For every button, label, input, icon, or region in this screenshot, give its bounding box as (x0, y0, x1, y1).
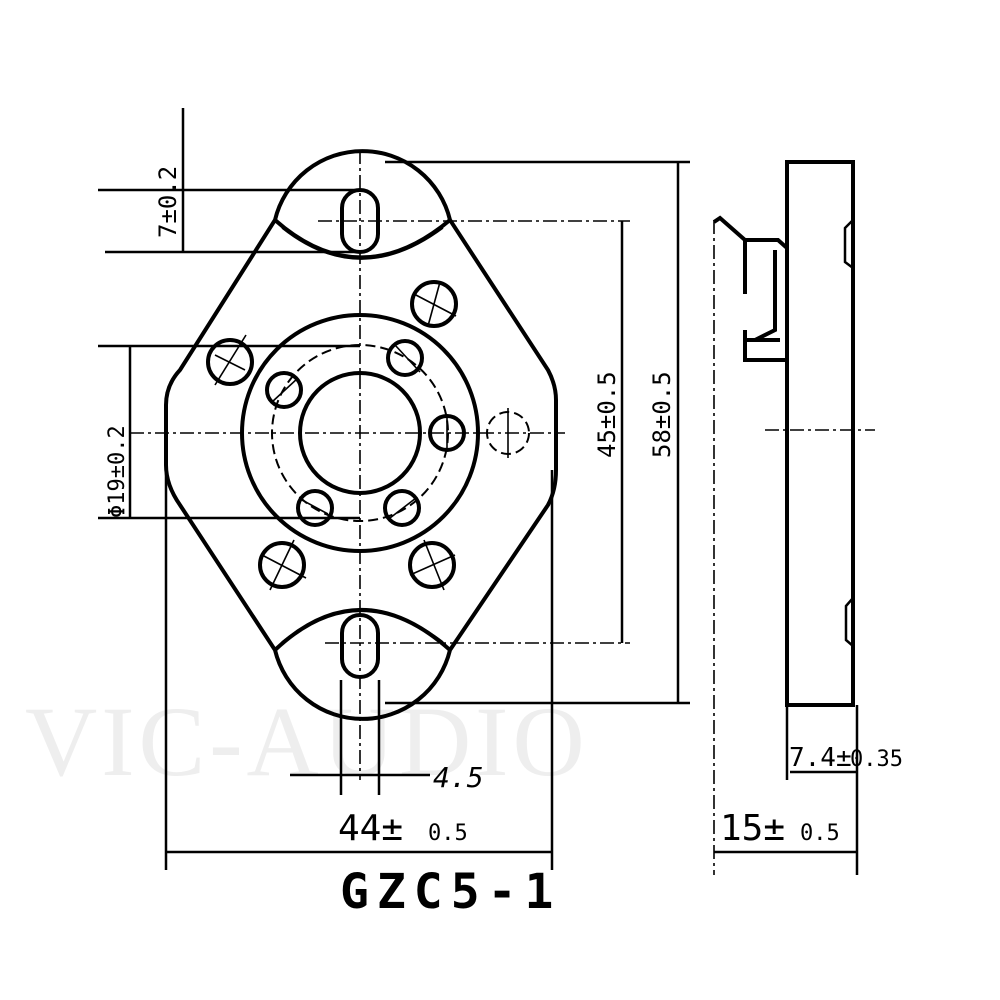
svg-text:0.35: 0.35 (850, 747, 903, 772)
eyelet-hole (408, 541, 456, 589)
svg-text:15±: 15± (720, 808, 785, 849)
svg-text:4.5: 4.5 (433, 761, 484, 794)
svg-text:45±0.5: 45±0.5 (593, 371, 621, 458)
svg-text:58±0.5: 58±0.5 (648, 371, 676, 458)
svg-text:44±: 44± (338, 808, 403, 849)
eyelet-hole (206, 338, 254, 386)
svg-text:Φ19±0.2: Φ19±0.2 (105, 425, 130, 518)
side-terminal (712, 215, 789, 362)
svg-text:7.4±: 7.4± (789, 743, 852, 773)
pin-hole (296, 489, 334, 527)
front-dimensions: 7±0.2 Φ19±0.2 45±0.5 58±0.5 4.5 44± 0.5 (98, 108, 690, 870)
eyelet-hole (258, 541, 306, 589)
svg-text:0.5: 0.5 (800, 821, 840, 846)
eyelet-hole (410, 280, 458, 328)
side-dimensions: 7.4± 0.35 15± 0.5 (714, 705, 903, 875)
drawing-title: GZC5-1 (340, 864, 561, 920)
svg-text:0.5: 0.5 (428, 821, 468, 846)
front-view (130, 149, 630, 780)
top-lobe-arc (273, 218, 452, 260)
plate-outline (164, 149, 558, 721)
svg-text:7±0.2: 7±0.2 (154, 166, 182, 238)
pin-hole (265, 371, 303, 409)
pin-hole (386, 339, 424, 377)
pin-hole (383, 489, 421, 527)
side-body (785, 160, 855, 707)
side-view (712, 160, 875, 875)
watermark: VIC-AUDIO (25, 686, 589, 797)
